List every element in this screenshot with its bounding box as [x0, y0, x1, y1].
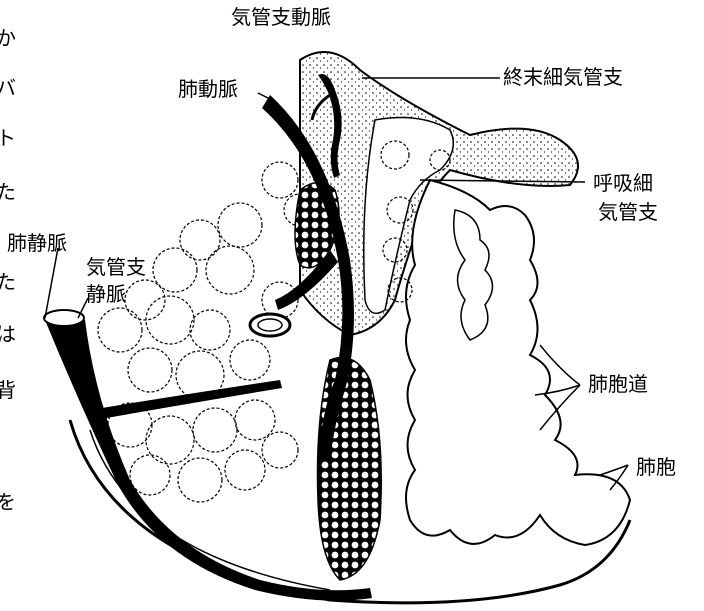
bronchial-vein-ring — [250, 314, 290, 336]
label-bronchial-vein-2: 静脈 — [86, 283, 126, 305]
clipped-text-char: 背 — [0, 374, 16, 403]
label-respiratory-bronchiole-2: 気管支 — [598, 201, 658, 223]
label-bronchial-artery: 気管支動脈 — [231, 6, 331, 28]
label-pulmonary-vein: 肺静脈 — [7, 232, 67, 254]
clipped-text-char: ト — [0, 122, 16, 151]
label-terminal-bronchiole: 終末細気管支 — [503, 66, 623, 88]
clipped-text-char: バ — [0, 72, 16, 101]
clipped-text-char: か — [0, 22, 16, 51]
clipped-text-char: を — [0, 486, 16, 515]
capillary-network-lower — [318, 358, 382, 581]
clipped-text-char: た — [0, 266, 16, 295]
label-alveolus: 肺胞 — [636, 456, 676, 478]
label-bronchial-vein-1: 気管支 — [86, 256, 146, 278]
clipped-text-char: た — [0, 176, 16, 205]
alveolar-duct-tree — [406, 180, 630, 545]
label-pulmonary-artery: 肺動脈 — [178, 78, 238, 100]
label-alveolar-duct: 肺胞道 — [588, 373, 648, 395]
label-respiratory-bronchiole-1: 呼吸細 — [593, 172, 653, 194]
clipped-text-char: は — [0, 318, 16, 347]
